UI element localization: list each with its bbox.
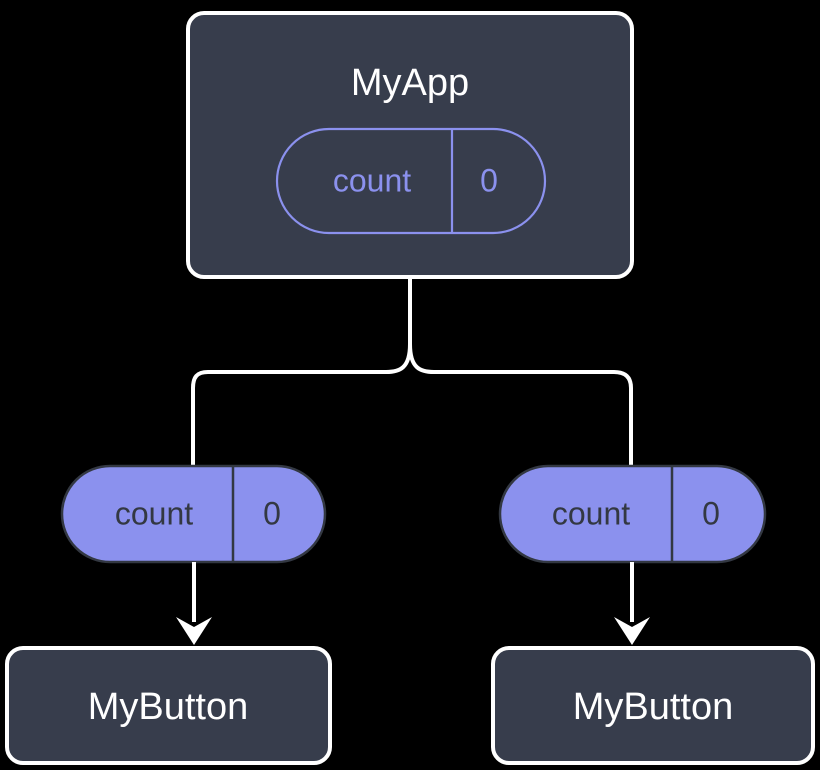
right-prop-pill-shape xyxy=(498,464,767,564)
myapp-state-pill-shape xyxy=(275,127,547,235)
myapp-state-pill[interactable]: count 0 xyxy=(275,127,547,235)
myapp-box xyxy=(186,11,634,279)
right-prop-pill-value: 0 xyxy=(702,495,720,531)
node-mybutton-left[interactable]: MyButton xyxy=(5,646,332,765)
left-prop-pill-key: count xyxy=(115,495,193,531)
node-mybutton-right[interactable]: MyButton xyxy=(491,646,815,765)
connector-fork-right xyxy=(408,343,633,466)
myapp-title: MyApp xyxy=(351,62,469,104)
right-prop-arrow-head xyxy=(614,617,650,645)
left-prop-arrow-head xyxy=(176,617,212,645)
left-prop-pill-value: 0 xyxy=(263,495,281,531)
mybutton-left-title: MyButton xyxy=(88,686,249,728)
right-prop-pill-key: count xyxy=(552,495,630,531)
right-prop-pill[interactable]: count 0 xyxy=(498,464,767,564)
mybutton-right-box xyxy=(491,646,815,765)
connector-group xyxy=(191,277,633,466)
myapp-state-pill-key: count xyxy=(333,162,411,198)
left-prop-arrow xyxy=(176,562,212,645)
mybutton-left-box xyxy=(5,646,332,765)
branch-left: count 0 MyButton xyxy=(5,464,332,765)
mybutton-right-title: MyButton xyxy=(573,686,734,728)
right-prop-arrow xyxy=(614,562,650,645)
left-prop-pill[interactable]: count 0 xyxy=(60,464,327,564)
node-myapp[interactable]: MyApp count 0 xyxy=(186,11,634,279)
connector-fork-left xyxy=(191,343,412,466)
myapp-state-pill-value: 0 xyxy=(480,162,498,198)
left-prop-pill-shape xyxy=(60,464,327,564)
branch-right: count 0 MyButton xyxy=(491,464,815,765)
